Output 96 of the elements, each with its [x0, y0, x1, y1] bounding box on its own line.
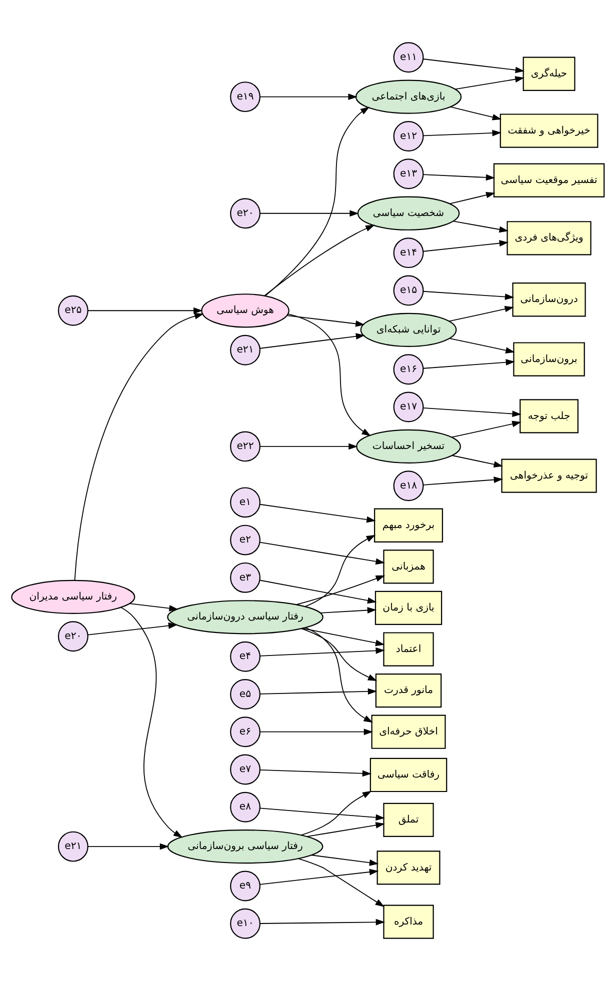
arrow — [88, 307, 203, 314]
node-box: تهدید کردن — [376, 850, 440, 885]
node-circle: e۲۰ — [58, 621, 88, 652]
arrow — [260, 443, 358, 450]
arrow — [422, 58, 525, 74]
arrow — [449, 338, 515, 354]
node-circle: e۱۷ — [393, 392, 424, 422]
arrow — [422, 130, 502, 136]
node-circle: e۱۸ — [393, 470, 424, 502]
node-circle: e۱۰ — [230, 908, 260, 939]
node-circle: e۲۵ — [58, 295, 88, 326]
arrow — [449, 192, 496, 204]
node-box: خیرخواهی و شفقت — [500, 114, 598, 148]
arrow — [304, 534, 376, 607]
arrow — [306, 627, 373, 723]
node-box: اخلاق حرفه‌ای — [371, 714, 446, 749]
node-ellipse: هوش سیاسی — [201, 294, 290, 328]
node-box: جلب توجه — [520, 399, 578, 434]
arrow — [451, 420, 522, 438]
node-circle: e۲۲ — [230, 431, 260, 462]
arrow — [264, 106, 370, 296]
node-circle: e۸ — [230, 792, 260, 822]
arrow — [129, 603, 178, 612]
node-circle: e۲۱ — [58, 831, 88, 862]
node-box: حیله‌گری — [522, 56, 576, 91]
node-circle: e۹ — [230, 870, 260, 902]
arrow — [260, 94, 358, 100]
node-circle: e۱۱ — [393, 42, 424, 73]
node-box: اعتماد — [383, 632, 434, 666]
node-circle: e۵ — [230, 679, 260, 710]
arrow — [422, 290, 514, 300]
node-circle: e۲۰ — [230, 198, 260, 229]
node-circle: e۱۲ — [393, 121, 424, 152]
node-circle: e۱۳ — [393, 158, 424, 190]
arrow — [259, 648, 385, 656]
arrow — [259, 333, 366, 349]
arrow — [259, 868, 379, 885]
arrow — [296, 575, 386, 606]
arrow — [259, 580, 377, 604]
arrow — [306, 822, 385, 837]
node-box: برخورد مبهم — [374, 508, 444, 542]
arrow — [311, 854, 379, 866]
arrow — [259, 542, 385, 565]
arrow — [298, 858, 384, 907]
arrow — [422, 240, 509, 252]
arrow — [422, 359, 516, 369]
arrow — [452, 455, 504, 468]
node-box: برون‌سازمانی — [513, 342, 585, 376]
node-ellipse: توانایی شبکه‌ای — [360, 312, 457, 347]
arrow — [422, 174, 496, 181]
arrow — [300, 790, 372, 836]
arrow — [259, 808, 385, 821]
arrow — [450, 106, 502, 120]
node-box: مذاکره — [383, 904, 434, 939]
arrow — [452, 220, 508, 233]
arrow — [454, 76, 524, 90]
node-box: بازی با زمان — [374, 590, 442, 626]
arrow — [120, 606, 183, 838]
node-box: ویژگی‌های فردی — [506, 221, 592, 256]
arrow — [88, 622, 178, 636]
node-box: تملق — [383, 802, 434, 838]
arrow — [264, 224, 375, 296]
arrow — [320, 607, 377, 614]
arrow — [260, 918, 386, 926]
arrow — [259, 504, 376, 523]
node-box: تفسیر موقعیت سیاسی — [493, 163, 605, 198]
node-circle: e۶ — [230, 716, 260, 748]
node-box: درون‌سازمانی — [512, 282, 586, 317]
arrow — [448, 306, 514, 322]
node-circle: e۳ — [230, 562, 260, 593]
arrow — [286, 315, 365, 327]
node-circle: e۱۹ — [230, 82, 260, 112]
arrow — [88, 843, 170, 850]
node-box: رفاقت سیاسی — [370, 758, 448, 792]
node-box: توجیه و عذرخواهی — [501, 458, 597, 493]
node-box: همزبانی — [383, 550, 434, 584]
node-circle: e۱۶ — [393, 354, 424, 385]
arrow — [422, 407, 522, 417]
arrow — [260, 728, 374, 736]
node-circle: e۱ — [230, 487, 260, 518]
arrow — [74, 312, 204, 581]
node-circle: e۲ — [230, 524, 260, 556]
arrow — [422, 476, 504, 486]
arrow — [300, 628, 378, 681]
node-ellipse: رفتار سیاسی مدیران — [11, 580, 136, 614]
node-circle: e۱۴ — [393, 238, 424, 268]
arrow — [259, 769, 372, 777]
arrow — [302, 628, 385, 646]
arrow — [260, 210, 359, 217]
node-circle: e۱۵ — [393, 275, 424, 306]
arrow — [259, 688, 378, 695]
arrow — [288, 314, 371, 436]
node-circle: e۲۱ — [230, 334, 260, 366]
node-circle: e۴ — [230, 641, 260, 672]
node-box: مانور قدرت — [375, 673, 442, 708]
node-circle: e۷ — [230, 754, 260, 785]
